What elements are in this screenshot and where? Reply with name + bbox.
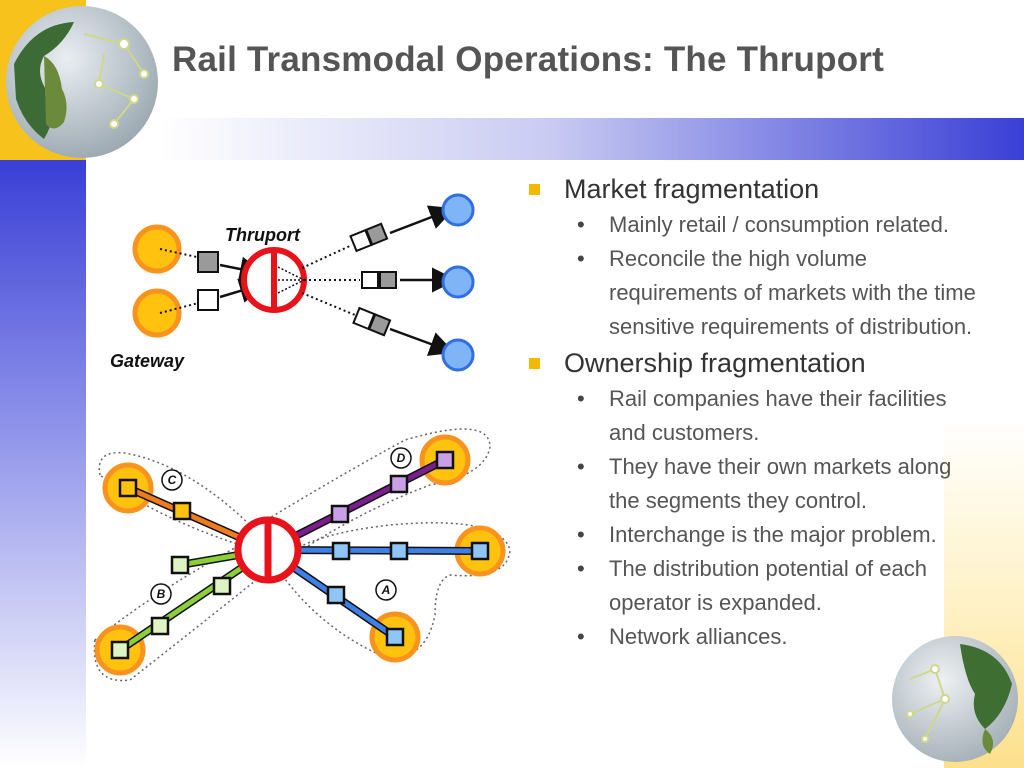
- bullet-dot-icon: •: [577, 386, 585, 411]
- sub-bullet: • Rail companies have their facilities a…: [520, 382, 980, 450]
- sub-bullet: • Interchange is the major problem.: [520, 518, 980, 552]
- left-gradient-bar: [0, 160, 86, 768]
- container-box: [197, 251, 219, 273]
- slide-title: Rail Transmodal Operations: The Thruport: [172, 40, 884, 79]
- thruport-diagram: Thruport Gateway: [93, 193, 511, 682]
- bullet-dot-icon: •: [577, 522, 585, 547]
- globe-icon: [6, 6, 158, 158]
- globe-icon: [892, 636, 1018, 762]
- operator-label-d: D: [397, 451, 406, 465]
- bullet-market-fragmentation: Market fragmentation: [520, 172, 980, 206]
- gateway-label: Gateway: [110, 351, 185, 371]
- bullet-square-icon: [529, 184, 540, 195]
- bullet-dot-icon: •: [577, 454, 585, 479]
- bullet-list: Market fragmentation • Mainly retail / c…: [520, 170, 980, 654]
- sub-bullet: • Network alliances.: [520, 620, 980, 654]
- destination-node: [441, 265, 475, 299]
- bullet-square-icon: [529, 358, 540, 369]
- sub-bullet: • Mainly retail / consumption related.: [520, 208, 980, 242]
- destination-node: [441, 193, 475, 227]
- thruport-label: Thruport: [225, 225, 301, 245]
- sub-bullet: • The distribution potential of each ope…: [520, 552, 980, 620]
- destination-node: [441, 338, 475, 372]
- bullet-dot-icon: •: [577, 246, 585, 271]
- operator-label-a: A: [381, 583, 391, 597]
- title-underline-band: [160, 118, 1024, 160]
- bullet-dot-icon: •: [577, 624, 585, 649]
- bullet-dot-icon: •: [577, 556, 585, 581]
- top-diagram: Thruport Gateway: [110, 193, 475, 372]
- gateway-node: [132, 288, 182, 338]
- bullet-ownership-fragmentation: Ownership fragmentation: [520, 346, 980, 380]
- operator-label-b: B: [157, 587, 166, 601]
- sub-bullet: • Reconcile the high volume requirements…: [520, 242, 980, 344]
- bullet-dot-icon: •: [577, 212, 585, 237]
- gateway-node: [132, 224, 182, 274]
- bottom-diagram: A B C D: [93, 428, 511, 682]
- operator-label-c: C: [168, 473, 177, 487]
- container-box: [197, 289, 219, 311]
- sub-bullet: • They have their own markets along the …: [520, 450, 980, 518]
